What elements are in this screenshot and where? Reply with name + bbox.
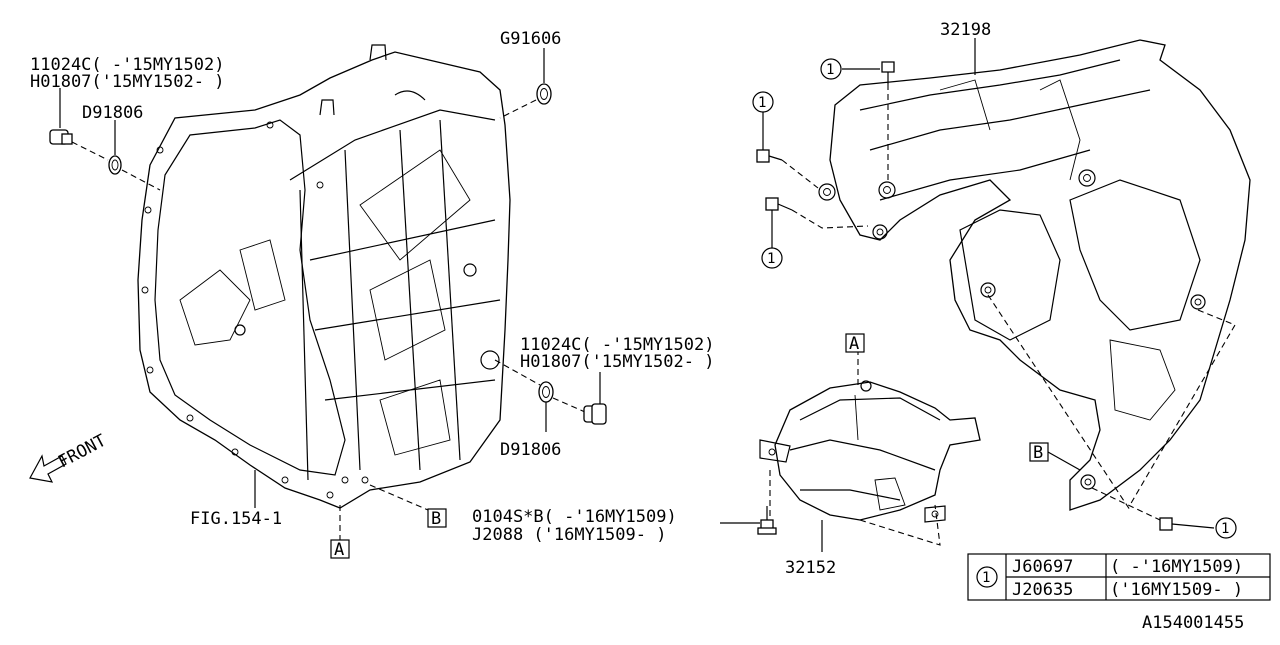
legend-row-2-range: ('16MY1509- ) xyxy=(1110,580,1243,600)
upper-cover-part: 32198 xyxy=(940,20,991,40)
ref-marker-b-right: B xyxy=(1033,443,1043,463)
gasket-top-left-icon xyxy=(108,120,122,175)
gasket-top-right-icon xyxy=(536,48,552,105)
gasket-mid-part: D91806 xyxy=(500,440,561,460)
circle-marker-bottom-right: 1 xyxy=(1221,521,1229,537)
bolt-bottom-right-icon xyxy=(1159,517,1215,531)
legend-marker: 1 xyxy=(982,570,990,586)
ref-marker-b-left: B xyxy=(431,509,441,529)
upper-cover-32198 xyxy=(818,39,1251,511)
drain-plug-top-icon xyxy=(49,88,73,145)
flange-bolt-holes xyxy=(141,121,369,499)
circle-marker-left-lower: 1 xyxy=(767,251,775,267)
ref-marker-a-lower: A xyxy=(334,540,344,560)
drain-plug-mid-part-b: H01807('15MY1502- ) xyxy=(520,352,714,372)
front-arrow-icon: FRONT xyxy=(29,431,110,483)
gasket-top-left-part: D91806 xyxy=(82,103,143,123)
lower-cover-part: 32152 xyxy=(785,558,836,578)
lower-cover-32152 xyxy=(759,380,981,523)
bolt-left-lower-icon xyxy=(765,197,793,211)
bolt-part-b: J2088 ('16MY1509- ) xyxy=(472,525,666,545)
fig-reference: FIG.154-1 xyxy=(190,509,282,529)
gasket-top-right-part: G91606 xyxy=(500,29,561,49)
transmission-case xyxy=(137,44,511,509)
gasket-mid-icon xyxy=(538,381,554,432)
legend-row-1-range: ( -'16MY1509) xyxy=(1110,557,1243,577)
bolt-part-a: 0104S*B( -'16MY1509) xyxy=(472,507,677,527)
front-label: FRONT xyxy=(55,431,110,473)
drain-plug-mid-icon xyxy=(583,372,607,425)
figure-id: A154001455 xyxy=(1142,613,1244,633)
legend-row-1-part: J60697 xyxy=(1012,557,1073,577)
ref-marker-a-upper: A xyxy=(849,334,859,354)
bolt-lower-cover-icon xyxy=(757,506,777,535)
circle-marker-left-upper: 1 xyxy=(758,95,766,111)
legend-table: 1 J60697 ( -'16MY1509) J20635 ('16MY1509… xyxy=(967,553,1271,601)
bolt-left-upper-icon xyxy=(756,149,783,163)
bolt-top-icon xyxy=(881,61,895,84)
legend-row-2-part: J20635 xyxy=(1012,580,1073,600)
drain-plug-top-part-b: H01807('15MY1502- ) xyxy=(30,72,224,92)
drain-plug-top-part-a: 11024C( -'15MY1502) xyxy=(30,55,224,75)
circle-marker-top: 1 xyxy=(826,62,834,78)
drain-plug-mid-part-a: 11024C( -'15MY1502) xyxy=(520,335,714,355)
